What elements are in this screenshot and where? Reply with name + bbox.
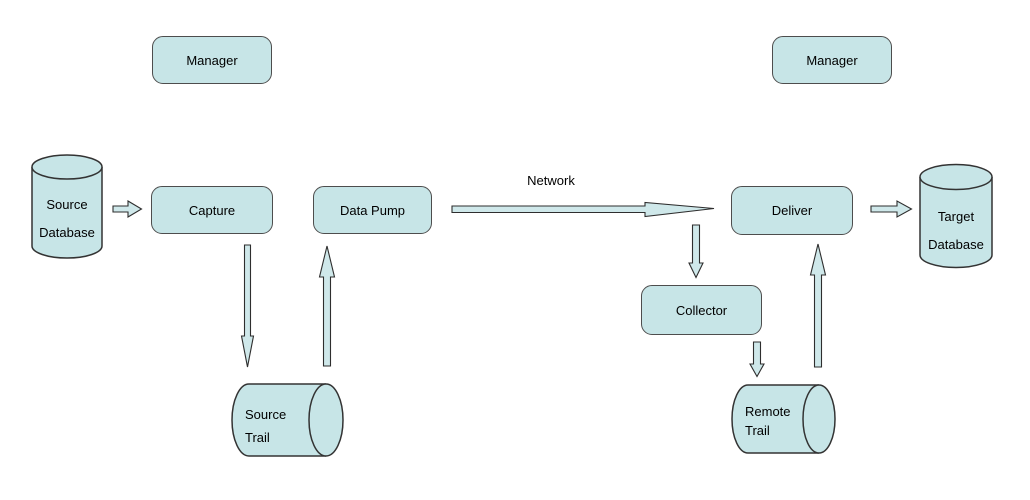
- node-collector-label: Collector: [675, 302, 728, 318]
- node-deliver-label: Deliver: [771, 203, 813, 218]
- remote-trail-label: Remote Trail: [745, 404, 791, 438]
- node-manager-left: Manager: [152, 36, 272, 84]
- source-trail-cylinder: [231, 383, 344, 457]
- target-database-label: Target Database: [928, 209, 984, 252]
- node-deliver: Deliver: [731, 186, 853, 235]
- arrow-remotetrail-to-deliver: [809, 243, 827, 368]
- source-database-label: Source Database: [39, 197, 95, 240]
- node-capture-label: Capture: [188, 202, 236, 218]
- remote-trail-cylinder: [731, 384, 836, 454]
- node-data-pump-label: Data Pump: [339, 202, 406, 218]
- arrow-sourcedb-to-capture: [112, 200, 143, 218]
- arrow-collector-to-remotetrail: [749, 341, 765, 378]
- source-database-cylinder: [31, 154, 103, 259]
- arrow-deliver-to-targetdb: [870, 200, 913, 218]
- source-trail-label: Source Trail: [245, 407, 287, 445]
- node-manager-right: Manager: [772, 36, 892, 84]
- node-collector: Collector: [641, 285, 762, 335]
- arrow-network-to-collector: [688, 224, 704, 279]
- arrow-capture-to-sourcetrail: [240, 244, 255, 368]
- arrow-network-datapump-to-deliver: [451, 201, 715, 218]
- node-data-pump: Data Pump: [313, 186, 432, 234]
- node-capture: Capture: [151, 186, 273, 234]
- arrow-sourcetrail-to-datapump: [318, 245, 336, 367]
- node-manager-right-label: Manager: [806, 52, 858, 68]
- network-label: Network: [527, 173, 575, 188]
- node-manager-left-label: Manager: [186, 52, 238, 68]
- target-database-cylinder: [919, 163, 993, 269]
